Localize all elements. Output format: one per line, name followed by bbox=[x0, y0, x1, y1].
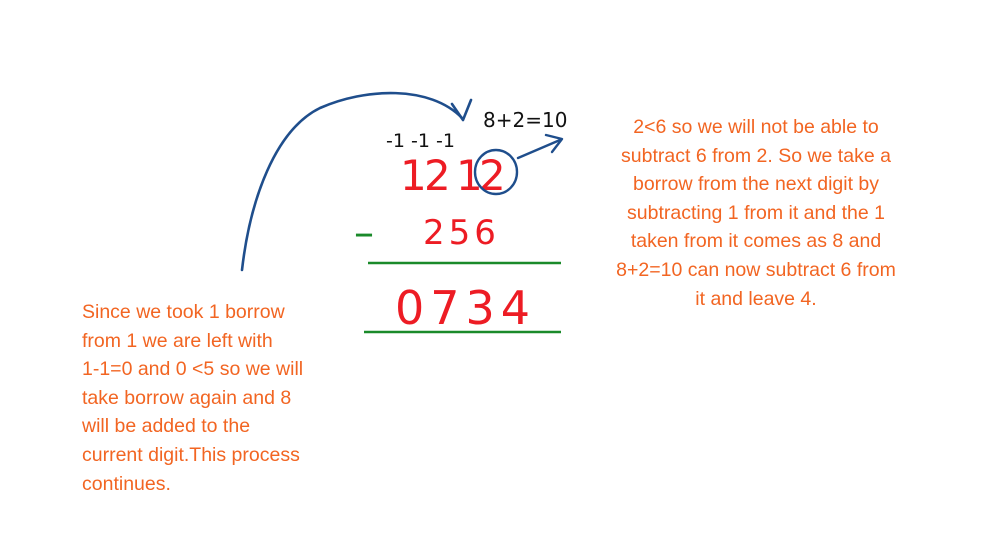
curved-arrow-left-head bbox=[450, 98, 473, 122]
subtrahend: 256 bbox=[423, 213, 500, 253]
borrow-marks: -1 -1 -1 bbox=[386, 130, 455, 152]
carry-sum: 8+2=10 bbox=[483, 108, 567, 132]
result: 0734 bbox=[395, 281, 536, 335]
arrow-to-right-note-head bbox=[544, 133, 564, 154]
minuend-digit-4: 2 bbox=[479, 151, 506, 200]
explanation-right-line: 8+2=10 can now subtract 6 from bbox=[616, 258, 896, 281]
explanation-right-line: 2<6 so we will not be able to bbox=[633, 116, 879, 138]
explanation-left-line: current digit.This process bbox=[82, 443, 300, 466]
minuend-digit-2: 2 bbox=[424, 151, 451, 200]
circle-around-digit bbox=[473, 148, 519, 196]
explanation-left-line: Since we took 1 borrow bbox=[82, 301, 285, 323]
explanation-right-line: borrow from the next digit by bbox=[632, 173, 880, 196]
minuend-digit-1: 1 bbox=[400, 151, 427, 200]
explanation-right-line: taken from it comes as 8 and bbox=[630, 230, 882, 253]
explanation-right-line: subtracting 1 from it and the 1 bbox=[627, 201, 885, 224]
minus-sign: – bbox=[354, 210, 374, 256]
explanation-right-line: subtract 6 from 2. So we take a bbox=[621, 144, 891, 167]
explanation-left-line: 1-1=0 and 0 <5 so we will bbox=[82, 358, 304, 381]
explanation-right-line: it and leave 4. bbox=[695, 287, 817, 310]
explanation-left-line: continues. bbox=[82, 472, 171, 495]
explanation-left-line: will be added to the bbox=[82, 415, 251, 438]
explanation-left-line: take borrow again and 8 bbox=[82, 386, 292, 409]
arrow-to-right-note bbox=[516, 138, 562, 160]
explanation-left-line: from 1 we are left with bbox=[82, 329, 273, 352]
explanation-left: Since we took 1 borrow from 1 we are lef… bbox=[82, 298, 372, 498]
curved-arrow-left bbox=[240, 91, 464, 272]
explanation-right: 2<6 so we will not be able to subtract 6… bbox=[566, 113, 946, 313]
